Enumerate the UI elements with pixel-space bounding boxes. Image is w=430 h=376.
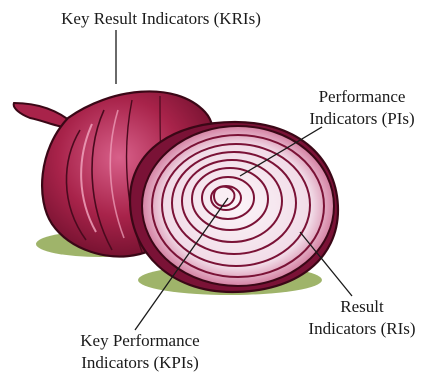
label-performance-indicators: Performance Indicators (PIs) bbox=[296, 86, 428, 130]
label-key-performance-indicators: Key Performance Indicators (KPIs) bbox=[40, 330, 240, 374]
label-kpi-line1: Key Performance bbox=[40, 330, 240, 352]
label-ri-line2: Indicators (RIs) bbox=[296, 318, 428, 340]
label-kri-text: Key Result Indicators (KRIs) bbox=[0, 8, 322, 30]
label-ri-line1: Result bbox=[296, 296, 428, 318]
label-pi-line1: Performance bbox=[296, 86, 428, 108]
label-pi-line2: Indicators (PIs) bbox=[296, 108, 428, 130]
label-kpi-line2: Indicators (KPIs) bbox=[40, 352, 240, 374]
half-onion bbox=[130, 122, 338, 292]
label-result-indicators: Result Indicators (RIs) bbox=[296, 296, 428, 340]
label-key-result-indicators: Key Result Indicators (KRIs) bbox=[0, 8, 322, 30]
